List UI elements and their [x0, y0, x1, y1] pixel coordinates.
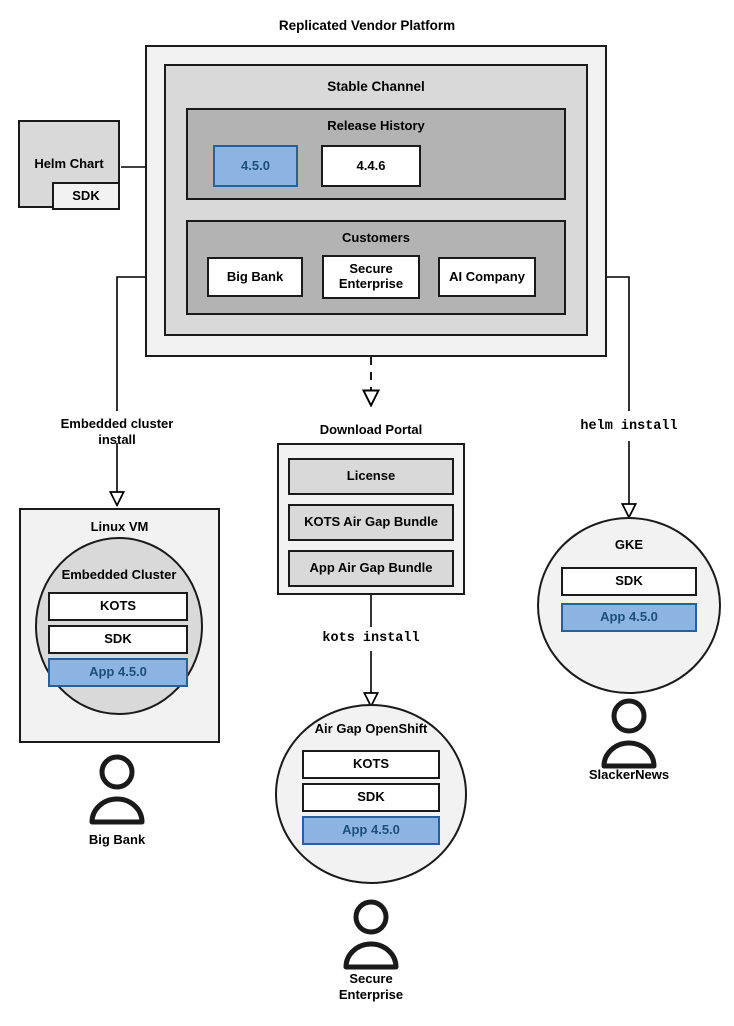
- download-portal-artifact-kots-air-gap-bundle[interactable]: KOTS Air Gap Bundle: [288, 504, 454, 541]
- helm-install-label: helm install: [580, 418, 678, 434]
- embedded-cluster-install-label: Embedded cluster install: [60, 415, 174, 447]
- linux-vm-component-kots[interactable]: KOTS: [48, 592, 188, 621]
- airgap-openshift-component-app[interactable]: App 4.5.0: [302, 816, 440, 845]
- download-portal-title: Download Portal: [319, 421, 423, 437]
- user-label-slackernews: SlackerNews: [588, 766, 670, 782]
- customer-ai-company[interactable]: AI Company: [438, 257, 536, 297]
- gke-component-app[interactable]: App 4.5.0: [561, 603, 697, 632]
- download-portal-artifact-license[interactable]: License: [288, 458, 454, 495]
- airgap-openshift-component-sdk[interactable]: SDK: [302, 783, 440, 812]
- airgap-openshift-component-kots[interactable]: KOTS: [302, 750, 440, 779]
- linux-vm-component-sdk[interactable]: SDK: [48, 625, 188, 654]
- release-4-5-0[interactable]: 4.5.0: [213, 145, 298, 187]
- gke-component-sdk[interactable]: SDK: [561, 567, 697, 596]
- linux-vm-component-app[interactable]: App 4.5.0: [48, 658, 188, 687]
- customer-big-bank[interactable]: Big Bank: [207, 257, 303, 297]
- user-label-big-bank: Big Bank: [88, 831, 146, 847]
- release-4-4-6[interactable]: 4.4.6: [321, 145, 421, 187]
- helm-chart-sdk-box[interactable]: SDK: [52, 182, 120, 210]
- page-title: Replicated Vendor Platform: [278, 17, 456, 33]
- customer-secure-enterprise[interactable]: Secure Enterprise: [322, 255, 420, 299]
- person-icon-secure-enterprise: [343, 899, 399, 970]
- person-icon-slackernews: [601, 698, 657, 769]
- person-icon-big-bank: [89, 754, 145, 825]
- kots-install-label: kots install: [322, 630, 420, 646]
- user-label-secure-enterprise: Secure Enterprise: [338, 970, 404, 1002]
- download-portal-artifact-app-air-gap-bundle[interactable]: App Air Gap Bundle: [288, 550, 454, 587]
